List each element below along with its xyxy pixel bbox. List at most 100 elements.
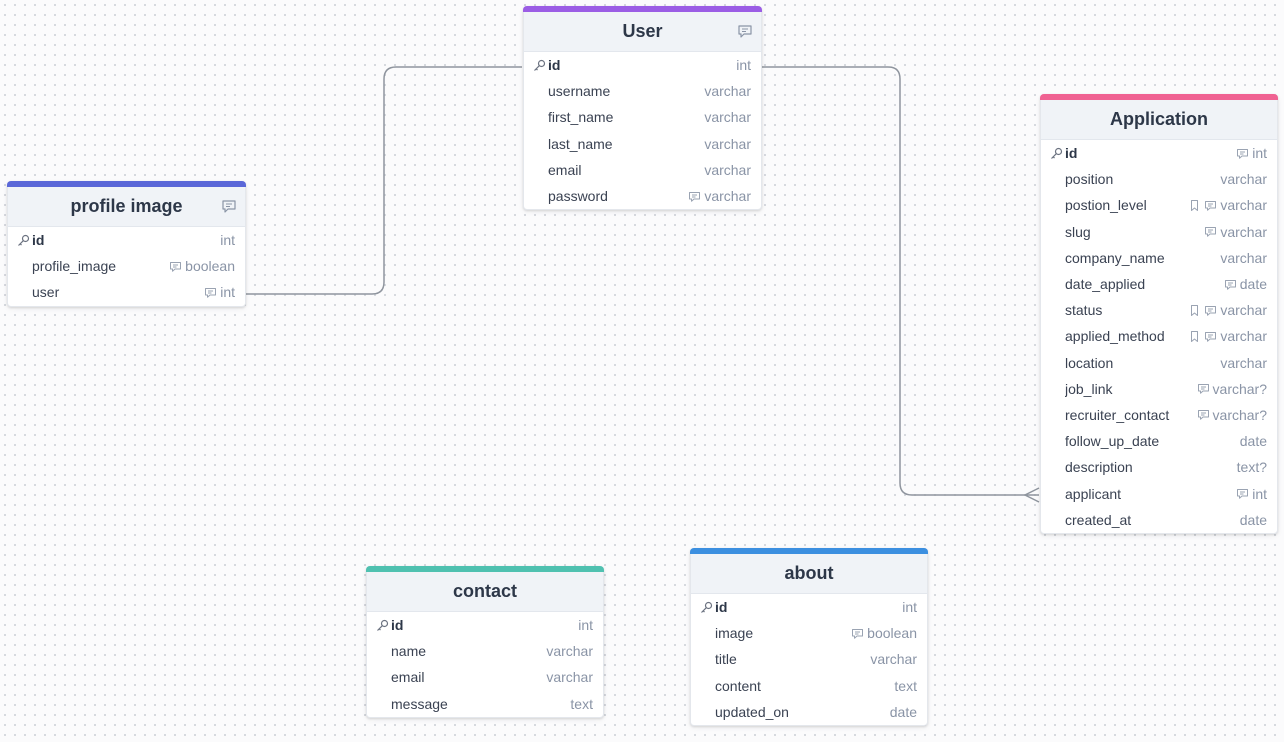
field-type-group: varchar: [1220, 250, 1267, 266]
field-type: varchar: [1220, 302, 1267, 319]
field-row[interactable]: position varchar: [1041, 166, 1277, 192]
field-row[interactable]: profile_image boolean: [8, 253, 245, 279]
comment-icon[interactable]: [169, 260, 182, 273]
comment-icon[interactable]: [1204, 330, 1217, 343]
field-row[interactable]: follow_up_date date: [1041, 428, 1277, 454]
field-type: text: [894, 677, 917, 694]
relation-user-application[interactable]: [762, 66, 1039, 496]
field-type-group: varchar: [1188, 302, 1267, 318]
comment-icon[interactable]: [737, 23, 753, 39]
field-type-group: int: [1236, 486, 1267, 502]
field-name: postion_level: [1065, 197, 1147, 214]
comment-icon[interactable]: [688, 190, 701, 203]
field-type: int: [1252, 485, 1267, 502]
comment-icon[interactable]: [1204, 304, 1217, 317]
comment-icon[interactable]: [1197, 382, 1210, 395]
comment-icon[interactable]: [1236, 147, 1249, 160]
comment-icon[interactable]: [1197, 408, 1210, 421]
crowfoot-many-marker: [1023, 487, 1040, 503]
primary-key-icon: [17, 234, 30, 247]
table-header[interactable]: contact: [367, 572, 603, 612]
field-type: date: [1239, 276, 1267, 293]
field-row[interactable]: title varchar: [691, 646, 927, 672]
comment-icon[interactable]: [1236, 487, 1249, 500]
field-type: date: [1239, 511, 1267, 528]
field-type: varchar: [704, 161, 751, 178]
field-type-group: varchar: [688, 188, 751, 204]
field-type: varchar: [870, 651, 917, 668]
comment-icon[interactable]: [1204, 225, 1217, 238]
field-name: title: [715, 651, 737, 668]
field-name: position: [1065, 171, 1114, 188]
field-type-group: varchar: [1220, 171, 1267, 187]
field-type-group: date: [1240, 433, 1267, 449]
table-header[interactable]: Application: [1041, 100, 1277, 140]
table-color-bar: [7, 181, 246, 187]
field-type-group: text: [894, 678, 917, 694]
table-header[interactable]: about: [691, 554, 927, 594]
bookmark-icon[interactable]: [1188, 330, 1201, 343]
field-name: name: [391, 643, 427, 660]
table-color-bar: [366, 566, 604, 572]
field-type: varchar: [704, 109, 751, 126]
bookmark-icon[interactable]: [1188, 199, 1201, 212]
field-type: varchar: [546, 669, 593, 686]
table-header[interactable]: User: [524, 12, 761, 52]
field-name: id: [1065, 145, 1078, 162]
field-type-group: varchar: [704, 109, 751, 125]
field-type-group: boolean: [169, 258, 235, 274]
comment-icon[interactable]: [204, 286, 217, 299]
comment-icon[interactable]: [851, 627, 864, 640]
field-type-group: varchar: [870, 651, 917, 667]
comment-icon[interactable]: [1204, 199, 1217, 212]
table-color-bar: [690, 548, 928, 554]
field-name: image: [715, 625, 754, 642]
field-name: profile_image: [32, 258, 117, 275]
field-name: job_link: [1065, 380, 1113, 397]
field-name: follow_up_date: [1065, 433, 1160, 450]
comment-icon[interactable]: [1224, 278, 1237, 291]
relation-user-profile-image[interactable]: [245, 66, 522, 295]
table-header[interactable]: profile image: [8, 187, 245, 227]
bookmark-icon[interactable]: [1188, 304, 1201, 317]
comment-icon[interactable]: [221, 198, 237, 214]
table-color-bar: [1040, 94, 1278, 100]
field-type: date: [889, 703, 917, 720]
field-name: user: [32, 284, 60, 301]
primary-key-icon: [700, 601, 713, 614]
